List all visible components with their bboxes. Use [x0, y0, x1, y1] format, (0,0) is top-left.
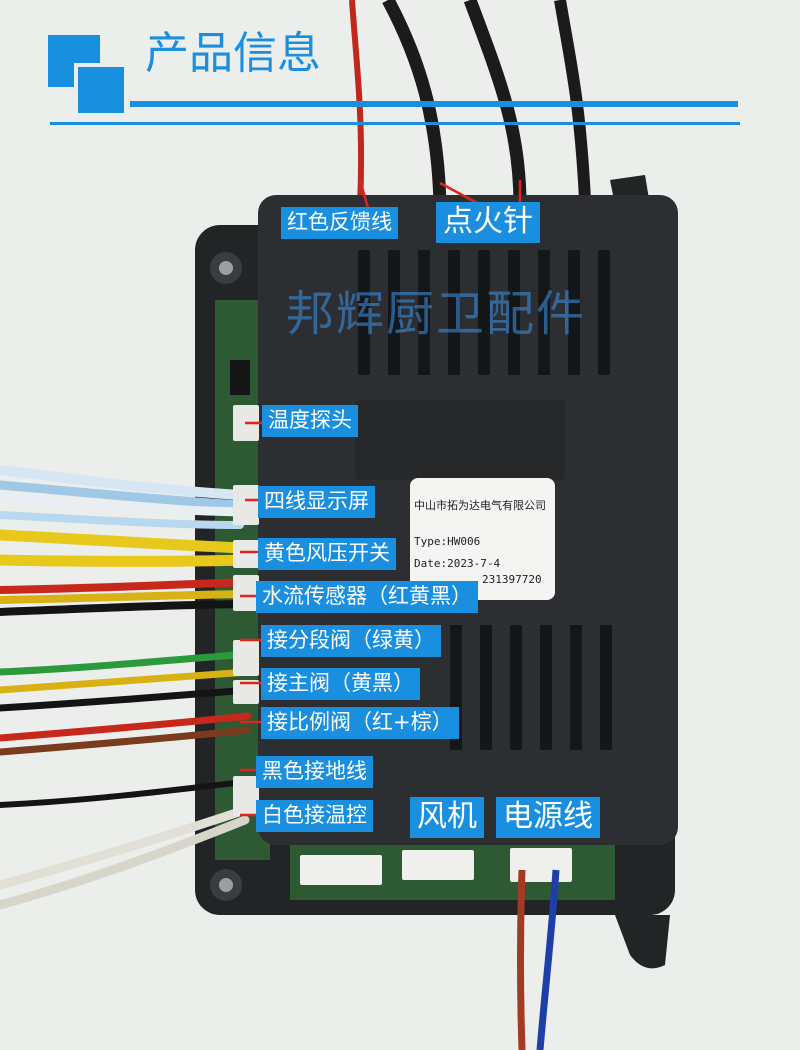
sticker-type: Type:HW006 [414, 535, 481, 548]
callout-proportional-valve: 接比例阀（红+棕） [261, 707, 459, 739]
callout-ground-wire: 黑色接地线 [256, 756, 373, 788]
callout-air-pressure-switch: 黄色风压开关 [258, 538, 396, 570]
watermark-text: 邦辉厨卫配件 [286, 286, 587, 342]
sticker-company: 中山市拓为达电气有限公司 [414, 499, 546, 512]
callout-thermostat: 白色接温控 [256, 800, 373, 832]
callout-ignition-needle: 点火针 [436, 202, 540, 243]
sticker-date: Date:2023-7-4 [414, 557, 501, 570]
callout-water-flow-sensor: 水流传感器（红黄黑） [256, 581, 478, 613]
callout-fan: 风机 [410, 797, 484, 838]
callout-feedback-wire: 红色反馈线 [281, 207, 398, 239]
callout-power-cord: 电源线 [496, 797, 600, 838]
callout-temperature-probe: 温度探头 [262, 405, 358, 437]
sticker-serial: 231397720 [482, 573, 542, 586]
callout-main-valve: 接主阀（黄黑） [261, 668, 420, 700]
page-title: 产品信息 [145, 28, 321, 79]
callout-segment-valve: 接分段阀（绿黄） [261, 625, 441, 657]
callout-display-4wire: 四线显示屏 [258, 486, 375, 518]
